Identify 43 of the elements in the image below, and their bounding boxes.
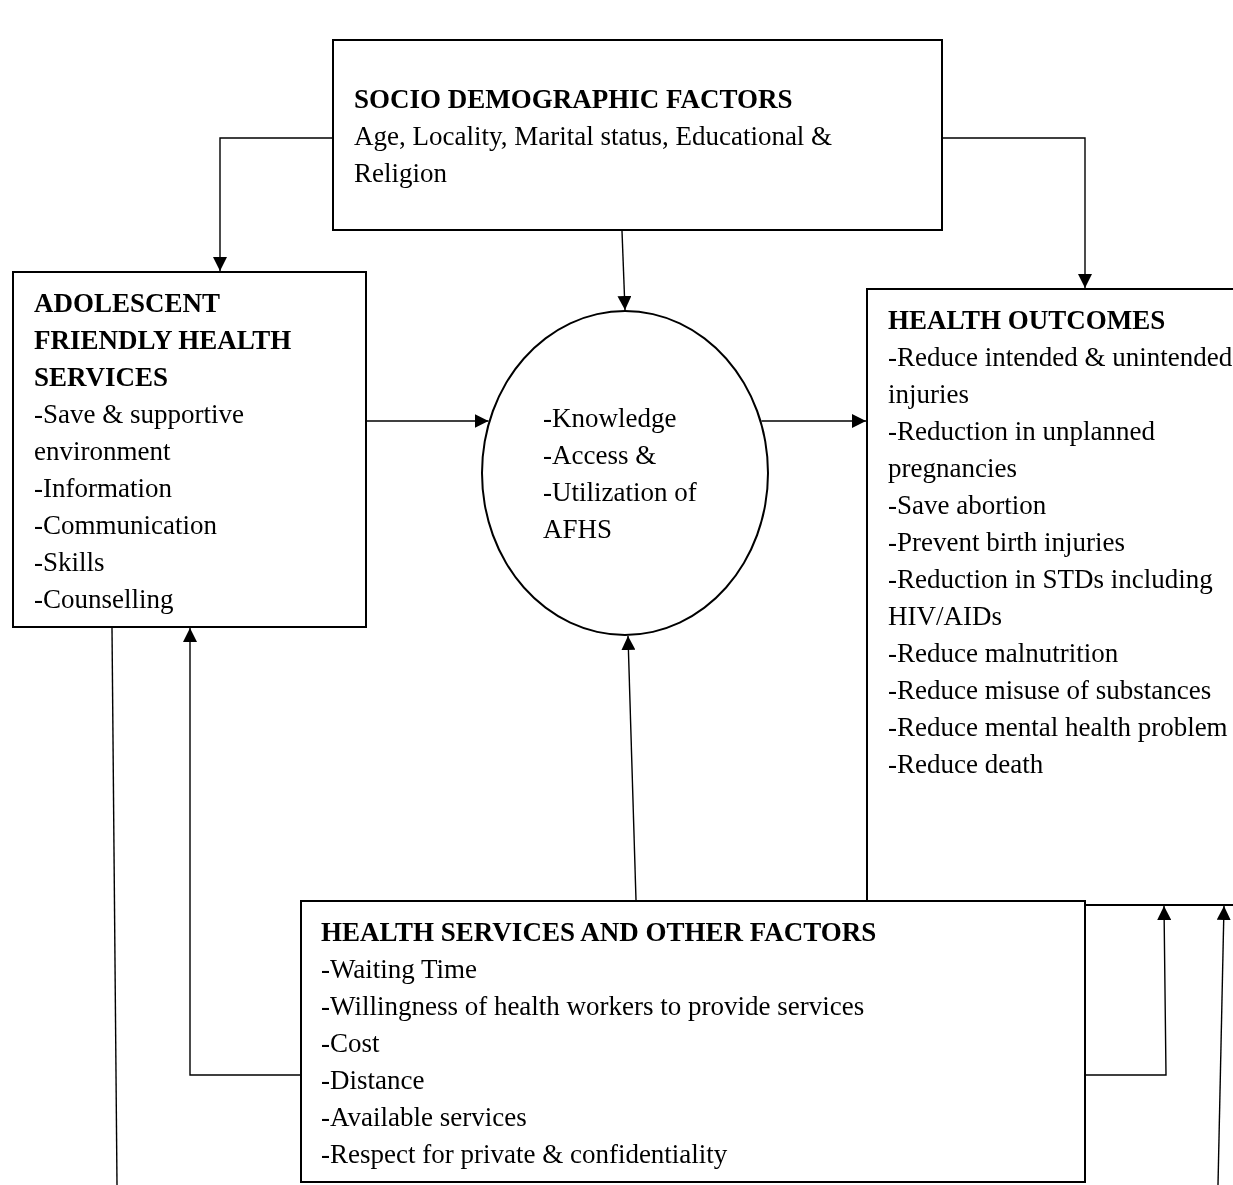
node-text: -Willingness of health workers to provide services [321, 990, 866, 1023]
node-text: -Available services [321, 1101, 528, 1134]
node-text: -Cost [321, 1027, 381, 1060]
arrow [621, 635, 637, 901]
arrow [1085, 905, 1172, 1076]
arrow [213, 137, 333, 272]
node-text: -Reduce malnutrition [888, 637, 1120, 670]
node-text: -Waiting Time [321, 953, 479, 986]
node-text: -Knowledge [543, 402, 678, 435]
node-text: -Prevent birth injuries [888, 526, 1126, 559]
factor-box [866, 288, 1233, 906]
connector-line [111, 627, 118, 1185]
box-heading: ADOLESCENT FRIENDLY HEALTH SERVICES [34, 287, 293, 394]
arrow [1216, 905, 1231, 1185]
node-text: -Communication [34, 509, 218, 542]
central-ellipse [481, 310, 769, 636]
node-text: -Information [34, 472, 173, 505]
arrow [760, 414, 867, 428]
factor-box [332, 39, 943, 231]
node-text: -Skills [34, 546, 106, 579]
factor-box [300, 900, 1086, 1183]
box-heading: HEALTH SERVICES AND OTHER FACTORS [321, 916, 878, 949]
node-text: -Reduce intended & unintended injuries [888, 341, 1233, 411]
arrow [366, 414, 490, 428]
node-text: -Save & supportive environment [34, 398, 245, 468]
factor-box [12, 271, 367, 628]
box-heading: SOCIO DEMOGRAPHIC FACTORS [354, 83, 794, 116]
node-text: -Reduce mental health problem [888, 711, 1229, 744]
node-text: -Reduce misuse of substances [888, 674, 1213, 707]
node-text: -Reduce death [888, 748, 1045, 781]
node-text: -Access & [543, 439, 658, 472]
arrow [617, 230, 632, 311]
node-text: -Reduction in unplanned pregnancies [888, 415, 1156, 485]
node-text: -Reduction in STDs including HIV/AIDs [888, 563, 1214, 633]
arrow [183, 627, 301, 1076]
arrow [942, 137, 1092, 289]
node-text: Age, Locality, Marital status, Educational & Religion [354, 120, 834, 190]
node-text: -Respect for private & confidentiality [321, 1138, 729, 1171]
node-text: -Distance [321, 1064, 426, 1097]
node-text: -Save abortion [888, 489, 1048, 522]
box-heading: HEALTH OUTCOMES [888, 304, 1167, 337]
node-text: -Utilization of AFHS [543, 476, 698, 546]
node-text: -Counselling [34, 583, 175, 616]
